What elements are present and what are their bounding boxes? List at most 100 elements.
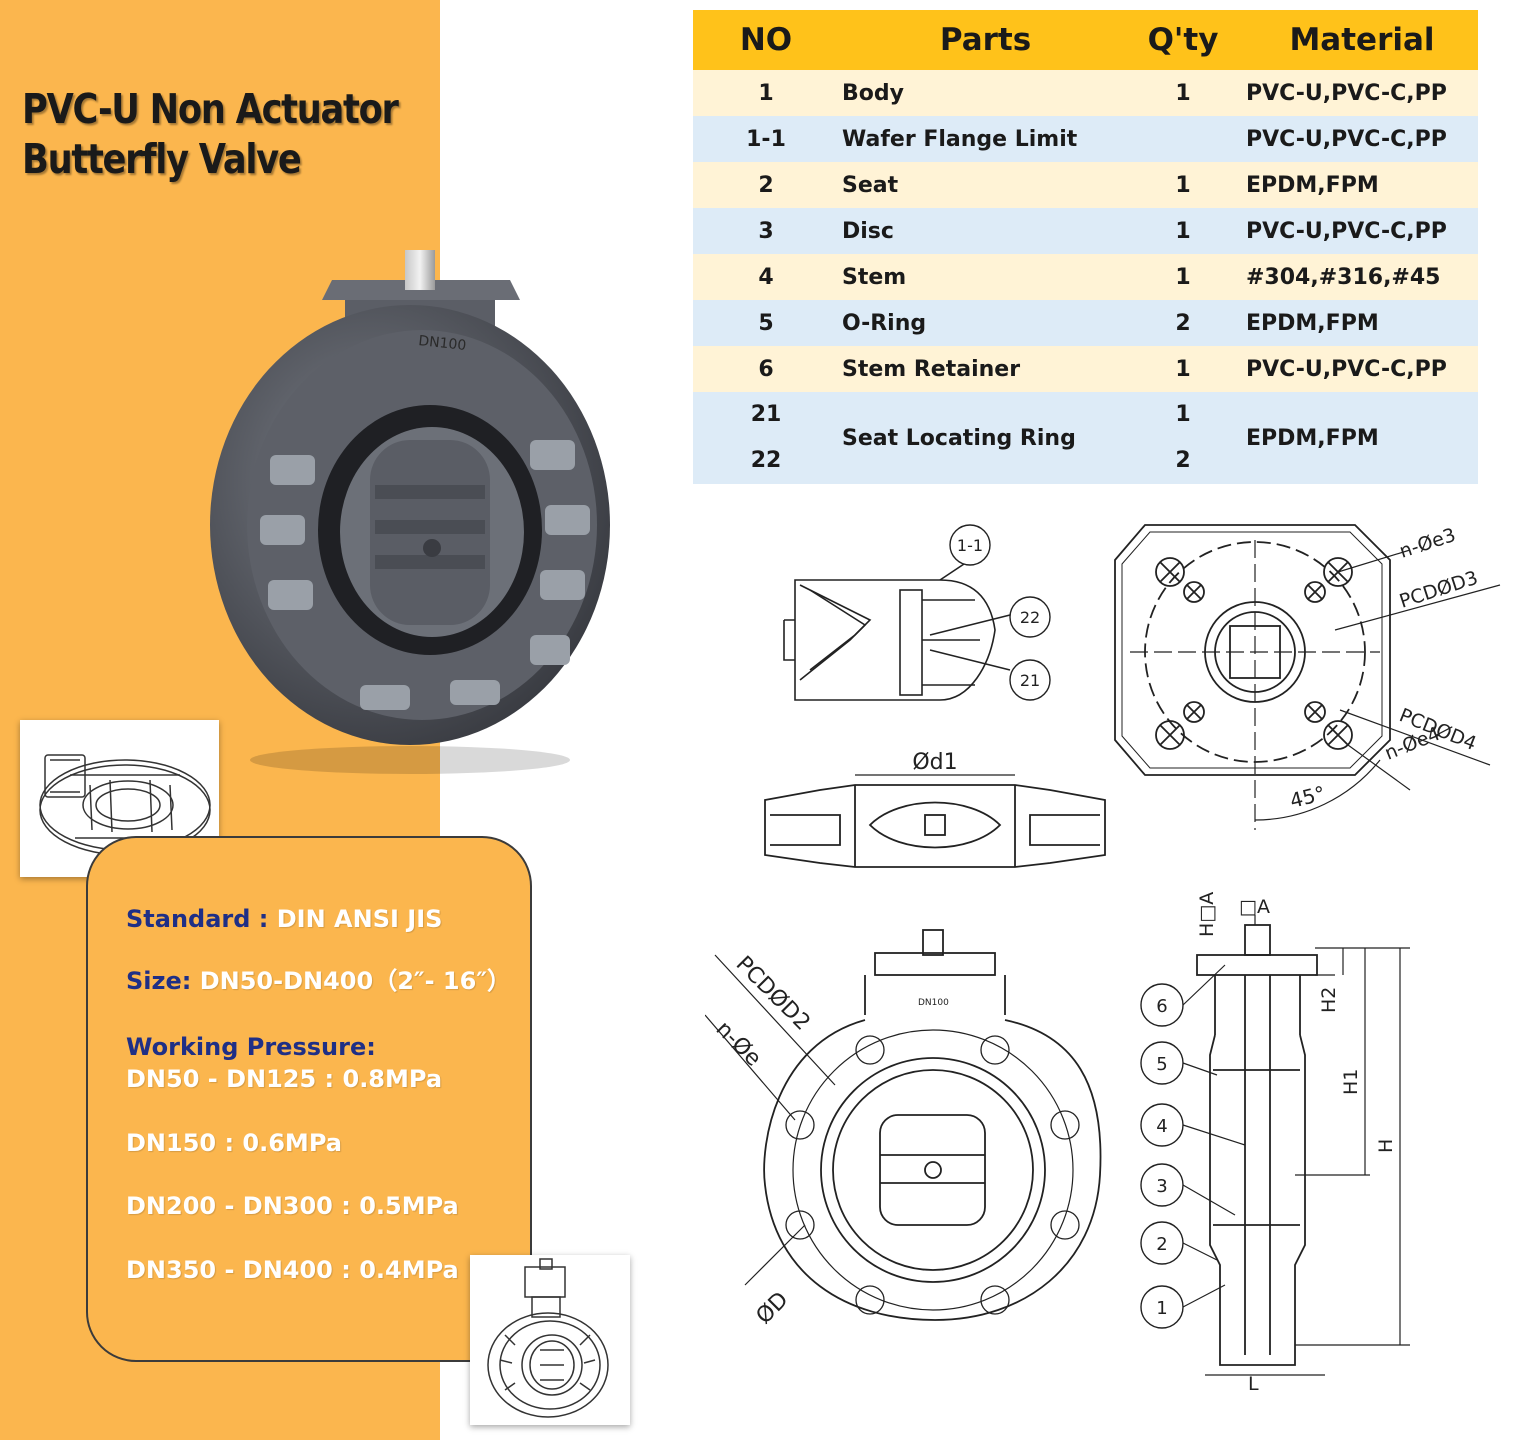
- horizontal-section-drawing: Ød1: [764, 750, 1106, 868]
- valve-sketch-thumbnail-2: [470, 1255, 630, 1425]
- header-qty: Q'ty: [1129, 10, 1237, 70]
- row-part: Seat Locating Ring: [839, 392, 1129, 484]
- row-material: PVC-U,PVC-C,PP: [1237, 70, 1478, 116]
- side-callout-3: 3: [1156, 1176, 1167, 1197]
- row-qty: [1129, 116, 1237, 162]
- row-material: EPDM,FPM: [1237, 300, 1478, 346]
- label-n-e3: n-Øe3: [1397, 524, 1459, 563]
- row-part: Body: [839, 70, 1129, 116]
- spec-pressure-3-text: DN350 - DN400 : 0.4MPa: [126, 1256, 459, 1284]
- table-row: 1 Body 1 PVC-U,PVC-C,PP: [693, 70, 1478, 116]
- spec-pressure-1: DN150 : 0.6MPa: [126, 1128, 342, 1158]
- row-no: 1: [693, 70, 839, 116]
- spec-size-label: Size:: [126, 967, 200, 995]
- label-n-e: n-Øe: [711, 1017, 766, 1072]
- spec-pressure-0-text: DN50 - DN125 : 0.8MPa: [126, 1065, 443, 1093]
- spec-pressure-label: Working Pressure:: [126, 1032, 376, 1062]
- parts-table-header: NO Parts Q'ty Material: [693, 10, 1478, 70]
- product-title: PVC-U Non Actuator Butterfly Valve: [22, 84, 399, 184]
- label-dn100: DN100: [918, 998, 949, 1008]
- row-part: Stem: [839, 254, 1129, 300]
- callout-1-1: 1-1: [957, 536, 983, 555]
- front-view-drawing: PCDØD2 n-Øe ØD DN100: [705, 929, 1102, 1329]
- label-h2: H2: [1318, 987, 1340, 1013]
- side-callout-6: 6: [1156, 996, 1167, 1017]
- spec-pressure-0: DN50 - DN125 : 0.8MPa: [126, 1064, 442, 1094]
- spec-pressure-1-text: DN150 : 0.6MPa: [126, 1129, 342, 1157]
- table-row: 3 Disc 1 PVC-U,PVC-C,PP: [693, 208, 1478, 254]
- spec-size: Size: DN50-DN400（2″- 16″）: [126, 966, 511, 996]
- spec-pressure-3: DN350 - DN400 : 0.4MPa: [126, 1255, 459, 1285]
- row-part: Seat: [839, 162, 1129, 208]
- table-row: 5 O-Ring 2 EPDM,FPM: [693, 300, 1478, 346]
- valve-product-photo: DN100: [210, 250, 610, 774]
- label-h-square-a: H□A: [1196, 892, 1218, 937]
- row-no-a: 21: [750, 402, 782, 427]
- side-callout-4: 4: [1156, 1116, 1167, 1137]
- spec-standard-value: DIN ANSI JIS: [276, 905, 443, 933]
- spec-pressure-label-text: Working Pressure:: [126, 1033, 376, 1061]
- row-no: 3: [693, 208, 839, 254]
- row-no: 1-1: [693, 116, 839, 162]
- spec-standard: Standard : DIN ANSI JIS: [126, 904, 442, 934]
- row-no: 2: [693, 162, 839, 208]
- row-part: Disc: [839, 208, 1129, 254]
- label-d1: Ød1: [912, 750, 957, 775]
- row-material: EPDM,FPM: [1237, 392, 1478, 484]
- label-square-a: □A: [1239, 896, 1270, 918]
- table-row: 4 Stem 1 #304,#316,#45: [693, 254, 1478, 300]
- row-qty-b: 2: [1175, 448, 1191, 473]
- row-no: 21 22: [693, 392, 839, 484]
- row-qty: 1: [1129, 346, 1237, 392]
- table-row-merged: 21 22 Seat Locating Ring 1 2 EPDM,FPM: [693, 392, 1478, 484]
- row-no: 4: [693, 254, 839, 300]
- callout-21: 21: [1020, 671, 1040, 690]
- table-row: 2 Seat 1 EPDM,FPM: [693, 162, 1478, 208]
- row-material: #304,#316,#45: [1237, 254, 1478, 300]
- table-row: 6 Stem Retainer 1 PVC-U,PVC-C,PP: [693, 346, 1478, 392]
- row-qty: 1: [1129, 70, 1237, 116]
- spec-pressure-2: DN200 - DN300 : 0.5MPa: [126, 1191, 459, 1221]
- spec-standard-label: Standard :: [126, 905, 277, 933]
- header-parts: Parts: [839, 10, 1129, 70]
- row-material: PVC-U,PVC-C,PP: [1237, 116, 1478, 162]
- row-no: 6: [693, 346, 839, 392]
- side-callout-1: 1: [1156, 1298, 1167, 1319]
- side-callout-5: 5: [1156, 1054, 1167, 1075]
- row-material: PVC-U,PVC-C,PP: [1237, 346, 1478, 392]
- callout-22: 22: [1020, 608, 1040, 627]
- row-qty: 1: [1129, 208, 1237, 254]
- side-view-drawing: 6 5 4 3 2 1 H□A □A H2 H1 H L: [1140, 892, 1410, 1395]
- row-qty: 1: [1129, 162, 1237, 208]
- row-material: PVC-U,PVC-C,PP: [1237, 208, 1478, 254]
- label-pcd-d3: PCDØD3: [1397, 567, 1481, 613]
- row-part: Wafer Flange Limit: [839, 116, 1129, 162]
- row-material: EPDM,FPM: [1237, 162, 1478, 208]
- label-d: ØD: [752, 1287, 794, 1329]
- row-part: O-Ring: [839, 300, 1129, 346]
- label-pcd-d2: PCDØD2: [731, 952, 815, 1036]
- row-part: Stem Retainer: [839, 346, 1129, 392]
- spec-card: [86, 836, 532, 1362]
- label-45-degree: 45°: [1287, 781, 1327, 813]
- row-no: 5: [693, 300, 839, 346]
- product-title-line1: PVC-U Non Actuator: [22, 85, 399, 133]
- product-title-line2: Butterfly Valve: [22, 135, 302, 183]
- spec-size-value: DN50-DN400（2″- 16″）: [199, 967, 512, 995]
- header-material: Material: [1237, 10, 1478, 70]
- side-callout-2: 2: [1156, 1234, 1167, 1255]
- valve-body-marking: DN100: [418, 333, 467, 354]
- label-h: H: [1375, 1139, 1397, 1153]
- top-view-drawing: n-Øe3 PCDØD3 PCDØD4 n-Øe4 45°: [1114, 524, 1501, 830]
- row-qty: 1 2: [1129, 392, 1237, 484]
- header-no: NO: [693, 10, 839, 70]
- table-row: 1-1 Wafer Flange Limit PVC-U,PVC-C,PP: [693, 116, 1478, 162]
- label-h1: H1: [1340, 1069, 1362, 1095]
- row-qty-a: 1: [1175, 402, 1191, 427]
- row-qty: 1: [1129, 254, 1237, 300]
- parts-table: NO Parts Q'ty Material 1 Body 1 PVC-U,PV…: [693, 10, 1478, 484]
- row-qty: 2: [1129, 300, 1237, 346]
- label-l: L: [1248, 1373, 1259, 1395]
- spec-pressure-2-text: DN200 - DN300 : 0.5MPa: [126, 1192, 459, 1220]
- row-no-b: 22: [750, 448, 782, 473]
